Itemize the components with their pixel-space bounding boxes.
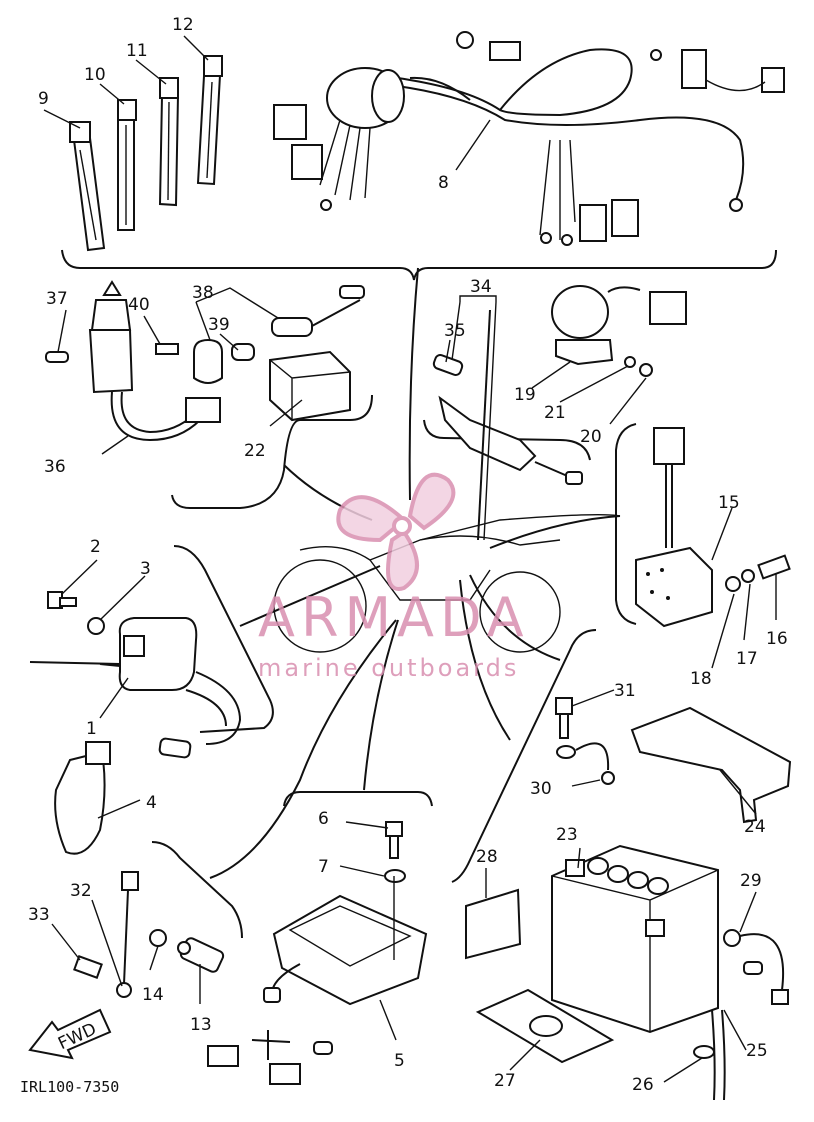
cap-38 [193, 338, 223, 384]
spark-plug-cap-4 [54, 741, 111, 855]
part-label-34: 34 [470, 277, 492, 297]
battery-group-bracket [451, 629, 597, 883]
cable-30 [556, 742, 615, 785]
part-label-13: 13 [190, 1015, 212, 1035]
bolt-16 [757, 554, 791, 580]
bolt-6 [385, 821, 403, 859]
part-label-23: 23 [556, 825, 578, 845]
part-label-21: 21 [544, 403, 566, 423]
relay-22 [269, 350, 351, 422]
part-label-9: 9 [38, 89, 49, 109]
motorcycle-outline [273, 513, 621, 653]
mat-hole [529, 1015, 563, 1037]
ignition-coil-bracket [173, 545, 274, 733]
lead-29 [723, 929, 789, 1005]
fwd-arrow [28, 1008, 112, 1060]
washer-3 [87, 617, 105, 635]
washer-18 [725, 576, 741, 592]
part-label-33: 33 [28, 905, 50, 925]
part-label-14: 14 [142, 985, 164, 1005]
cable-tie-10 [117, 99, 137, 231]
breather-pipe-25 [711, 1009, 726, 1101]
part-number-labels: 1 2 3 4 5 6 7 8 9 10 11 12 13 14 15 16 1… [28, 15, 788, 1095]
key-cap-37 [45, 351, 69, 363]
bolt-33 [73, 955, 103, 979]
battery-23 [551, 844, 719, 1034]
part-label-8: 8 [438, 173, 449, 193]
main-switch-36 [88, 280, 221, 442]
battery-band-24 [630, 706, 792, 824]
lower-left-bracket [151, 841, 243, 939]
part-label-38: 38 [192, 283, 214, 303]
cable-tie-12 [196, 55, 223, 186]
part-label-40: 40 [128, 295, 150, 315]
callout-lines [43, 35, 777, 1083]
watermark-brand: ARMADA [258, 586, 530, 649]
part-label-4: 4 [146, 793, 157, 813]
clamp-26 [693, 1045, 715, 1059]
part-label-27: 27 [494, 1071, 516, 1091]
part-label-22: 22 [244, 441, 266, 461]
part-label-29: 29 [740, 871, 762, 891]
wire-harness-8 [273, 31, 785, 246]
part-label-12: 12 [172, 15, 194, 35]
washer-21 [624, 356, 636, 368]
cover-28 [465, 888, 522, 960]
part-label-7: 7 [318, 857, 329, 877]
part-label-3: 3 [140, 559, 151, 579]
harness-group-bracket [61, 249, 777, 281]
part-label-15: 15 [718, 493, 740, 513]
part-label-20: 20 [580, 427, 602, 447]
washer-17 [741, 569, 755, 583]
cable-tie-9 [69, 121, 106, 252]
rectifier-group-bracket [615, 423, 637, 625]
bolt-31 [555, 697, 573, 739]
rectifier-15 [635, 427, 713, 628]
part-label-1: 1 [86, 719, 97, 739]
part-label-2: 2 [90, 537, 101, 557]
washer-7 [384, 869, 406, 883]
regulator-group-bracket [283, 791, 433, 807]
part-label-24: 24 [744, 817, 766, 837]
part-label-19: 19 [514, 385, 536, 405]
part-label-32: 32 [70, 881, 92, 901]
lead-wire-38 [271, 285, 365, 337]
part-label-26: 26 [632, 1075, 654, 1095]
sensor-13 [177, 937, 225, 973]
part-label-17: 17 [736, 649, 758, 669]
regulator-5 [207, 894, 428, 1085]
part-label-39: 39 [208, 315, 230, 335]
nut-20 [639, 363, 653, 377]
armada-watermark: ARMADA marine outboards [258, 472, 530, 682]
lead-32 [116, 871, 139, 998]
sensor-19 [551, 285, 687, 366]
part-label-31: 31 [614, 681, 636, 701]
cable-tie-11 [158, 77, 180, 207]
part-label-28: 28 [476, 847, 498, 867]
part-label-11: 11 [126, 41, 148, 61]
part-label-35: 35 [444, 321, 466, 341]
watermark-tagline: marine outboards [258, 654, 519, 682]
part-label-18: 18 [690, 669, 712, 689]
main-switch-group-bracket [171, 394, 373, 509]
part-label-37: 37 [46, 289, 68, 309]
ignition-coil-1 [29, 617, 242, 759]
plate-40 [155, 343, 179, 355]
bulb-39 [231, 343, 255, 361]
washer-14 [149, 929, 167, 947]
bolt-2 [47, 591, 77, 609]
part-label-5: 5 [394, 1051, 405, 1071]
part-label-6: 6 [318, 809, 329, 829]
part-label-16: 16 [766, 629, 788, 649]
part-label-36: 36 [44, 457, 66, 477]
part-label-25: 25 [746, 1041, 768, 1061]
part-label-30: 30 [530, 779, 552, 799]
part-label-10: 10 [84, 65, 106, 85]
lead-34 [432, 354, 583, 485]
drawing-code: IRL100-7350 [20, 1078, 119, 1096]
leader-lines [209, 267, 621, 879]
propeller-logo-icon [336, 472, 456, 591]
